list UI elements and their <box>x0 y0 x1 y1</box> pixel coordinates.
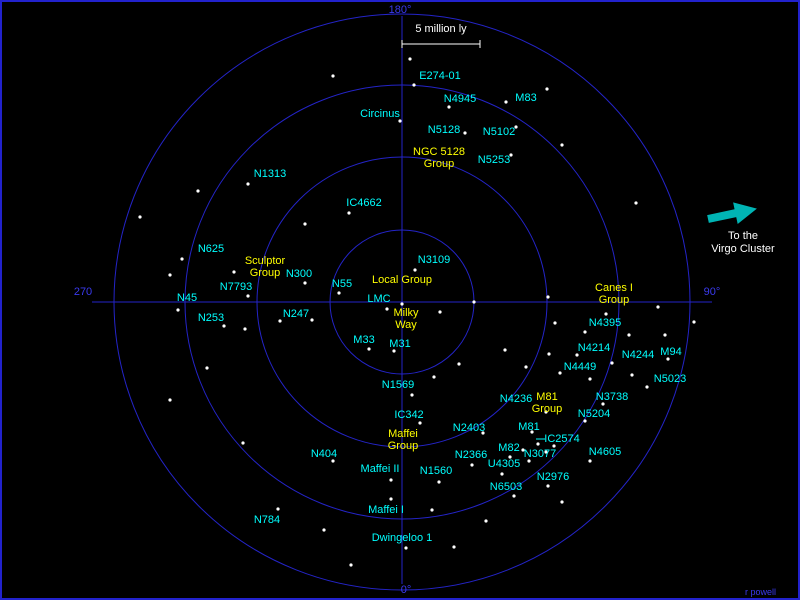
galaxy-dot <box>408 57 412 61</box>
galaxy-dot <box>504 100 508 104</box>
galaxy-dot <box>544 410 548 414</box>
galaxy-dot <box>385 307 389 311</box>
galaxy-dot <box>527 459 531 463</box>
galaxy-dot <box>404 546 408 550</box>
galaxy-dot <box>400 302 404 306</box>
galaxy-dot <box>627 333 631 337</box>
galaxy-dot <box>583 419 587 423</box>
galaxy-dot <box>180 257 184 261</box>
galaxy-dot <box>645 385 649 389</box>
galaxy-dot <box>630 373 634 377</box>
galaxy-dot <box>389 478 393 482</box>
galaxy-dot <box>241 441 245 445</box>
galaxy-dot <box>544 450 548 454</box>
galaxy-dot <box>547 352 551 356</box>
galaxy-dot <box>472 300 476 304</box>
galaxy-dot <box>560 500 564 504</box>
galaxy-dot <box>303 281 307 285</box>
distance-ring-2 <box>256 156 548 448</box>
galaxy-dot <box>389 497 393 501</box>
galaxy-dot <box>168 273 172 277</box>
scale-bar-label: 5 million ly <box>415 23 467 35</box>
galaxy-dot <box>503 348 507 352</box>
galaxy-dot <box>430 508 434 512</box>
galaxy-dot <box>512 494 516 498</box>
galaxy-dot <box>367 347 371 351</box>
galaxy-dot <box>656 305 660 309</box>
galaxy-dot <box>347 211 351 215</box>
galaxy-dot <box>331 459 335 463</box>
galaxy-dot <box>575 353 579 357</box>
galaxy-dot <box>553 321 557 325</box>
galaxy-dot <box>232 270 236 274</box>
galaxy-dot <box>452 545 456 549</box>
galaxy-dot <box>666 357 670 361</box>
galaxy-dot <box>509 153 513 157</box>
galaxy-dot <box>484 519 488 523</box>
galaxy-dot <box>601 402 605 406</box>
galaxy-dot <box>514 125 518 129</box>
galaxy-dot <box>470 463 474 467</box>
galaxy-dot <box>610 361 614 365</box>
galaxy-dot <box>634 201 638 205</box>
galaxy-dot <box>558 371 562 375</box>
distance-ring-3 <box>184 84 620 520</box>
galaxy-dot <box>398 119 402 123</box>
galaxy-dot <box>481 431 485 435</box>
galaxy-dot <box>222 324 226 328</box>
galaxy-dot <box>349 563 353 567</box>
galaxy-dot <box>546 484 550 488</box>
virgo-arrow-icon <box>707 202 757 224</box>
galaxy-dot <box>392 349 396 353</box>
galaxy-dot <box>437 480 441 484</box>
galaxy-dot <box>500 472 504 476</box>
galaxy-dot <box>418 421 422 425</box>
galaxy-dot <box>138 215 142 219</box>
galaxy-dot <box>303 222 307 226</box>
galaxy-dot <box>168 398 172 402</box>
galaxy-dot <box>692 320 696 324</box>
galaxy-dot <box>331 74 335 78</box>
galaxy-dot <box>246 294 250 298</box>
galaxy-dot <box>588 377 592 381</box>
galaxy-dot <box>463 131 467 135</box>
galaxy-dot <box>521 448 525 452</box>
galaxy-dot <box>588 459 592 463</box>
galaxy-dot <box>412 83 416 87</box>
galaxy-dot <box>438 310 442 314</box>
galaxy-dot <box>545 87 549 91</box>
galaxy-dot <box>447 105 451 109</box>
galaxy-dot <box>536 442 540 446</box>
distance-ring-4 <box>113 13 691 591</box>
virgo-cluster-label: To the Virgo Cluster <box>701 230 785 256</box>
galaxy-dot <box>310 318 314 322</box>
galaxy-dot <box>457 362 461 366</box>
galaxy-dot <box>432 375 436 379</box>
galaxy-dot <box>508 455 512 459</box>
galaxy-dot <box>276 507 280 511</box>
galaxy-dot <box>583 330 587 334</box>
galaxy-dot <box>205 366 209 370</box>
galaxy-dot <box>278 319 282 323</box>
galaxy-dot <box>552 444 556 448</box>
galaxy-dot <box>413 268 417 272</box>
galaxy-dot <box>196 189 200 193</box>
galaxy-dot <box>176 308 180 312</box>
credit-text: r powell <box>744 587 776 597</box>
galaxy-dot <box>663 333 667 337</box>
galaxy-dot <box>524 365 528 369</box>
galaxy-dot <box>337 291 341 295</box>
galaxy-dot <box>604 312 608 316</box>
galaxy-dot <box>530 430 534 434</box>
galaxy-dot <box>410 393 414 397</box>
galaxy-dot <box>246 182 250 186</box>
galaxy-dot <box>322 528 326 532</box>
galaxy-dot <box>546 295 550 299</box>
virgo-label-line1: To the <box>728 230 758 242</box>
galaxy-dot <box>243 327 247 331</box>
galaxy-dot <box>560 143 564 147</box>
virgo-label-line2: Virgo Cluster <box>711 243 775 255</box>
